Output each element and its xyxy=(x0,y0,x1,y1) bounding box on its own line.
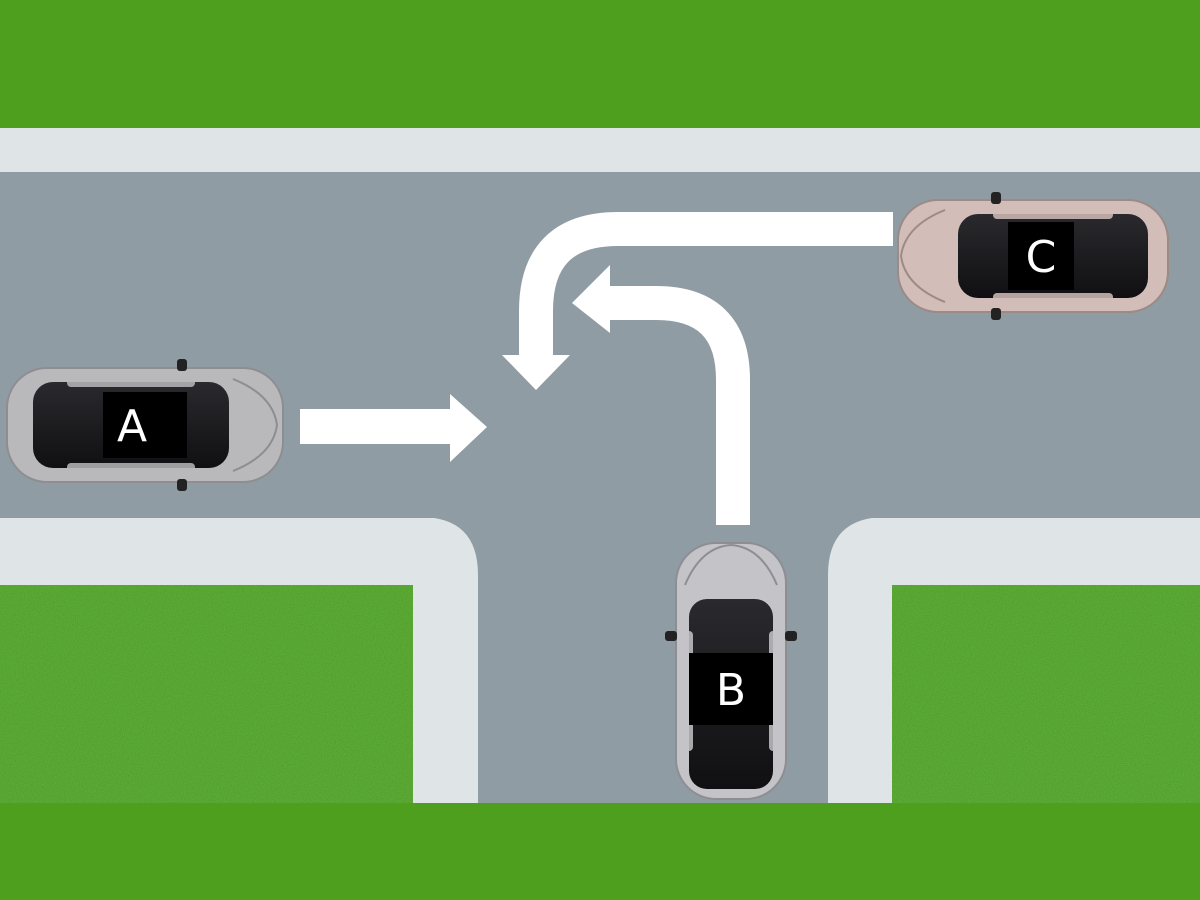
top-grass-band xyxy=(0,0,1200,128)
car-c: C xyxy=(897,192,1169,320)
car-c-label: C xyxy=(1026,232,1057,283)
lawn-left xyxy=(0,585,413,803)
car-b-label: B xyxy=(716,665,746,716)
arrow-car-a-straight xyxy=(300,394,487,462)
car-a-label: A xyxy=(117,401,147,452)
side-road xyxy=(420,517,886,803)
arrow-car-c-left-turn xyxy=(502,212,893,390)
bottom-grass-band xyxy=(0,803,1200,900)
car-b: B xyxy=(665,542,797,800)
lawn-right xyxy=(892,585,1200,803)
sidewalk-top xyxy=(0,128,1200,172)
arrow-car-b-left-turn xyxy=(572,265,750,525)
car-a: A xyxy=(6,359,284,491)
